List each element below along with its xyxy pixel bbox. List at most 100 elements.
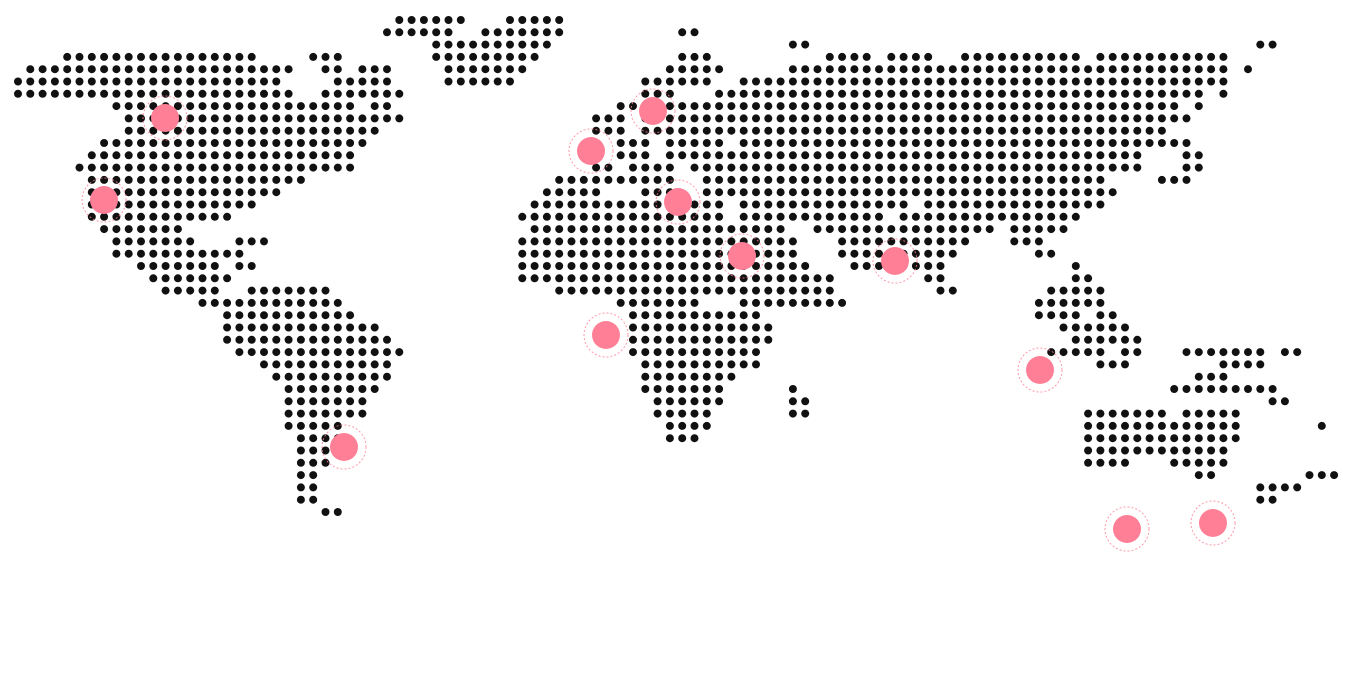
location-pulse-icon[interactable] — [1190, 500, 1236, 546]
land-dot — [198, 200, 207, 209]
land-dot — [665, 249, 674, 258]
location-pulse-icon[interactable] — [655, 179, 701, 225]
land-dot — [678, 77, 687, 86]
land-dot — [629, 274, 637, 283]
land-dot — [260, 65, 268, 74]
land-dot — [764, 335, 773, 344]
land-dot — [813, 175, 822, 184]
location-pulse-icon[interactable] — [583, 312, 629, 358]
land-dot — [592, 237, 601, 246]
land-dot — [1182, 151, 1191, 160]
land-dot — [1071, 151, 1080, 160]
land-dot — [272, 89, 281, 98]
land-dot — [309, 409, 318, 418]
land-dot — [838, 126, 847, 135]
land-dot — [333, 102, 342, 111]
land-dot — [715, 360, 724, 369]
land-dot — [1268, 483, 1277, 492]
land-dot — [1256, 495, 1265, 504]
land-dot — [961, 225, 970, 234]
land-dot — [924, 249, 933, 258]
land-dot — [801, 409, 810, 418]
land-dot — [26, 89, 35, 98]
land-dot — [173, 212, 182, 221]
location-pulse-icon[interactable] — [630, 88, 676, 134]
land-dot — [542, 40, 551, 49]
land-dot — [1268, 385, 1277, 393]
land-dot — [665, 286, 674, 295]
land-dot — [961, 65, 970, 74]
land-dot — [1022, 77, 1031, 86]
land-dot — [124, 237, 133, 246]
land-dot — [223, 126, 232, 135]
land-dot — [899, 151, 908, 160]
land-dot — [924, 175, 933, 184]
land-dot — [715, 65, 724, 74]
land-dot — [764, 212, 773, 221]
location-pulse-icon[interactable] — [719, 233, 765, 279]
land-dot — [678, 52, 687, 61]
location-pulse-icon[interactable] — [321, 424, 367, 470]
land-dot — [948, 200, 957, 209]
land-dot — [284, 348, 293, 357]
land-dot — [715, 372, 724, 381]
land-dot — [690, 52, 699, 61]
land-dot — [1219, 372, 1228, 381]
land-dot — [629, 139, 637, 147]
land-dot — [727, 286, 736, 295]
land-dot — [370, 385, 379, 393]
land-dot — [346, 139, 355, 147]
land-dot — [752, 102, 760, 111]
land-dot — [629, 262, 637, 270]
land-dot — [690, 286, 699, 295]
location-pulse-icon[interactable] — [1017, 347, 1063, 393]
land-dot — [1121, 139, 1129, 147]
land-dot — [1207, 77, 1216, 86]
land-dot — [1108, 421, 1117, 430]
land-dot — [223, 89, 232, 98]
land-dot — [137, 52, 145, 61]
land-dot — [309, 126, 318, 135]
land-dot — [321, 102, 330, 111]
location-pulse-icon[interactable] — [142, 95, 188, 141]
land-dot — [1182, 385, 1191, 393]
land-dot — [825, 298, 834, 307]
land-dot — [653, 249, 662, 258]
location-pulse-icon[interactable] — [81, 177, 127, 223]
land-dot — [887, 163, 896, 172]
land-dot — [198, 52, 207, 61]
land-dot — [739, 212, 748, 221]
location-pulse-icon[interactable] — [568, 128, 614, 174]
land-dot — [1182, 421, 1191, 430]
land-dot — [715, 335, 724, 344]
land-dot — [813, 151, 822, 160]
land-dot — [1157, 409, 1166, 418]
land-dot — [653, 237, 662, 246]
land-dot — [604, 249, 613, 258]
location-pulse-icon[interactable] — [872, 238, 918, 284]
land-dot — [739, 286, 748, 295]
land-dot — [223, 151, 232, 160]
land-dot — [641, 225, 650, 234]
land-dot — [616, 200, 625, 209]
land-dot — [518, 28, 527, 37]
land-dot — [260, 77, 268, 86]
land-dot — [149, 200, 158, 209]
land-dot — [1010, 237, 1019, 246]
land-dot — [333, 126, 342, 135]
land-dot — [911, 188, 920, 197]
land-dot — [948, 163, 957, 172]
land-dot — [321, 434, 330, 443]
land-dot — [370, 102, 379, 111]
land-dot — [715, 225, 724, 234]
land-dot — [198, 274, 207, 283]
land-dot — [296, 151, 305, 160]
location-pulse-icon[interactable] — [1104, 506, 1150, 552]
land-dot — [739, 163, 748, 172]
land-dot — [186, 163, 195, 172]
land-dot — [1157, 102, 1166, 111]
land-dot — [358, 409, 367, 418]
land-dot — [838, 188, 847, 197]
land-dot — [518, 16, 527, 24]
land-dot — [985, 114, 994, 123]
